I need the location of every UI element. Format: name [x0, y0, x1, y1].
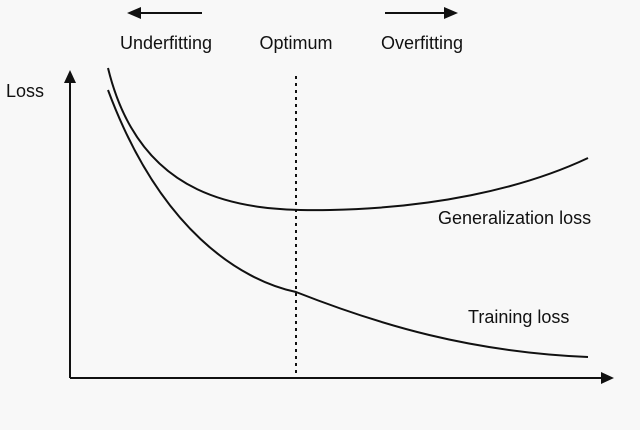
optimum-label: Optimum [259, 33, 332, 53]
underfitting-label: Underfitting [120, 33, 212, 53]
arrow-left-icon [127, 7, 202, 19]
y-axis [64, 70, 76, 378]
generalization-loss-label: Generalization loss [438, 208, 591, 228]
y-axis-label: Loss [6, 81, 44, 101]
x-axis [70, 372, 614, 384]
generalization-loss-curve [107, 67, 589, 212]
arrow-right-icon [385, 7, 458, 19]
training-loss-curve [107, 89, 589, 358]
overfitting-label: Overfitting [381, 33, 463, 53]
training-loss-label: Training loss [468, 307, 569, 327]
